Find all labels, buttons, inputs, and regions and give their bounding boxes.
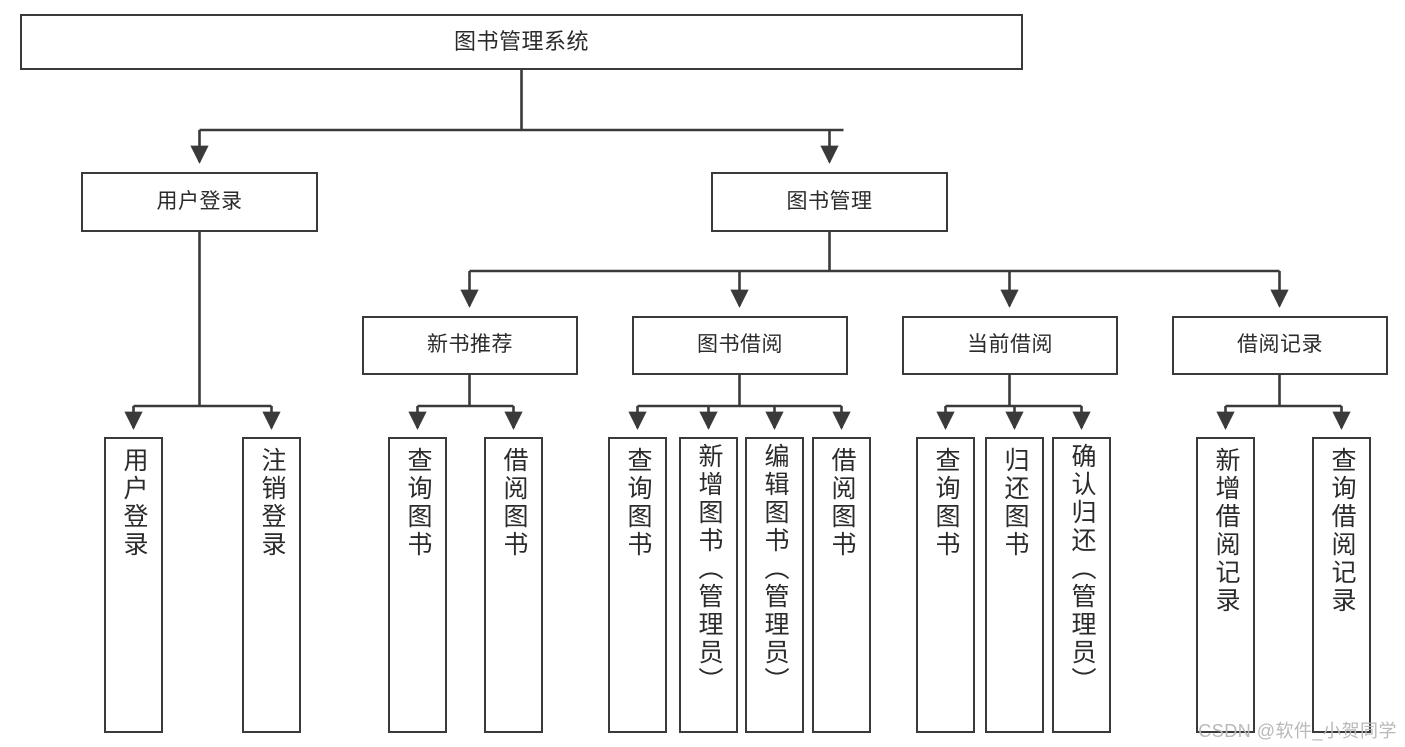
node-label: 图书管理 (786, 189, 873, 213)
leaf-record-add-borrow-record[interactable]: 新增借阅记录 (1196, 437, 1255, 733)
node-label: 当前借阅 (967, 333, 1053, 357)
node-borrow-record[interactable]: 借阅记录 (1172, 316, 1388, 375)
node-label: 图书管理系统 (453, 29, 589, 55)
watermark: CSDN @软件_小贺同学 (1198, 721, 1397, 741)
node-label: 归还图书 (1001, 447, 1029, 559)
leaf-borrow-query-book[interactable]: 查询图书 (608, 437, 667, 733)
leaf-record-query-borrow-record[interactable]: 查询借阅记录 (1312, 437, 1371, 733)
leaf-current-return-book[interactable]: 归还图书 (985, 437, 1044, 733)
node-label: 借阅图书 (828, 447, 856, 559)
node-label: 查询图书 (624, 447, 652, 559)
node-label: 新增借阅记录 (1212, 447, 1240, 615)
leaf-user-login-login[interactable]: 用户登录 (104, 437, 163, 733)
node-book-borrow[interactable]: 图书借阅 (632, 316, 848, 375)
node-label: 查询图书 (404, 447, 432, 559)
node-new-book-recommend[interactable]: 新书推荐 (362, 316, 578, 375)
leaf-borrow-add-book-admin[interactable]: 新增图书（管理员） (679, 437, 738, 733)
node-current-borrow[interactable]: 当前借阅 (902, 316, 1118, 375)
node-root-book-management-system[interactable]: 图书管理系统 (20, 14, 1023, 70)
node-label: 查询借阅记录 (1328, 447, 1356, 615)
node-user-login[interactable]: 用户登录 (81, 172, 318, 232)
node-label: 确认归还（管理员） (1068, 443, 1096, 695)
node-label: 借阅图书 (500, 447, 528, 559)
leaf-user-login-logout[interactable]: 注销登录 (242, 437, 301, 733)
node-label: 用户登录 (156, 189, 243, 213)
node-label: 新书推荐 (427, 333, 513, 357)
leaf-current-query-book[interactable]: 查询图书 (916, 437, 975, 733)
node-label: 用户登录 (120, 447, 148, 559)
leaf-current-confirm-return-admin[interactable]: 确认归还（管理员） (1052, 437, 1111, 733)
node-label: 图书借阅 (697, 333, 783, 357)
node-label: 注销登录 (258, 447, 286, 559)
leaf-borrow-borrow-book[interactable]: 借阅图书 (812, 437, 871, 733)
node-label: 查询图书 (932, 447, 960, 559)
leaf-recommend-borrow-book[interactable]: 借阅图书 (484, 437, 543, 733)
leaf-recommend-query-book[interactable]: 查询图书 (388, 437, 447, 733)
node-label: 借阅记录 (1237, 333, 1323, 357)
node-label: 新增图书（管理员） (695, 443, 723, 695)
leaf-borrow-edit-book-admin[interactable]: 编辑图书（管理员） (745, 437, 804, 733)
node-label: 编辑图书（管理员） (761, 443, 789, 695)
node-book-management[interactable]: 图书管理 (711, 172, 948, 232)
